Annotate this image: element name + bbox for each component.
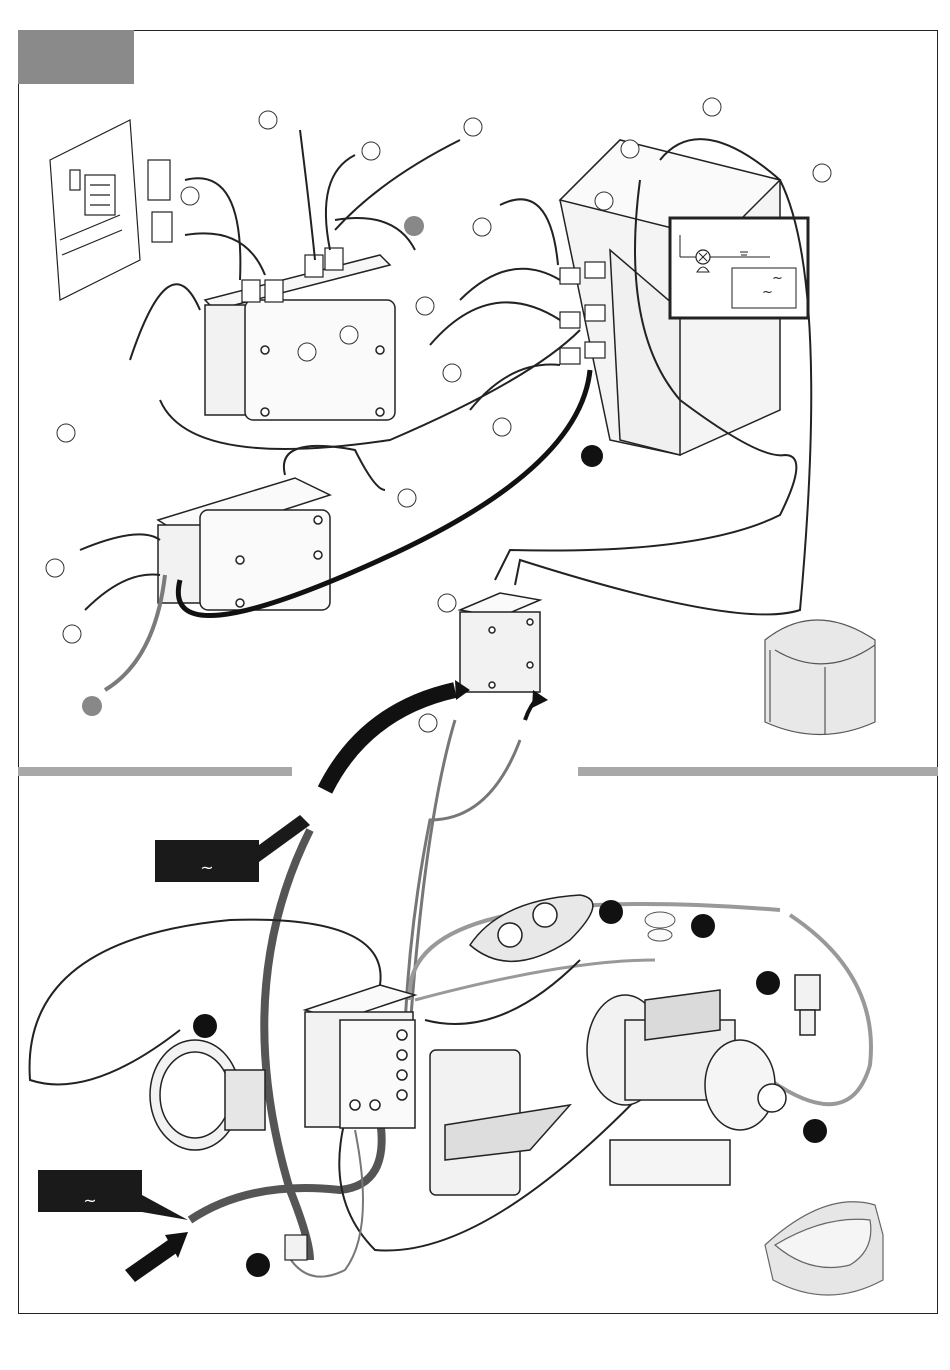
control-unit <box>305 985 415 1128</box>
blower-fan <box>150 1040 265 1150</box>
schematic-ac-2: ~ <box>762 285 773 300</box>
schematic-inset <box>670 218 808 318</box>
separator-right <box>578 767 938 776</box>
sensor-box <box>430 1050 570 1195</box>
cable-grey-top <box>105 575 165 690</box>
shower-enclosure <box>765 620 875 735</box>
supply-cable-top <box>325 690 455 790</box>
junction-box-small <box>460 593 540 692</box>
small-plug <box>285 1235 307 1260</box>
corner-bathtub <box>765 1202 883 1295</box>
separator-left <box>18 767 292 776</box>
control-panel-board <box>50 120 140 300</box>
connector-plugs <box>148 160 172 242</box>
label-pointer-bot <box>142 1195 188 1220</box>
supply-label-bottom: ~ <box>38 1170 142 1212</box>
junction-box-upper <box>205 255 395 420</box>
flow-arrows <box>125 1232 188 1282</box>
callout-grey-2 <box>82 696 102 716</box>
callout-grey-1 <box>404 216 424 236</box>
push-button-panel <box>470 895 593 961</box>
connector-plug-right <box>795 975 820 1035</box>
supply-label-top: ~ <box>155 840 259 882</box>
water-pump <box>587 990 786 1185</box>
schematic-ac-1: ~ <box>772 271 783 286</box>
callout-black-1 <box>581 445 603 467</box>
air-valve <box>645 912 675 941</box>
